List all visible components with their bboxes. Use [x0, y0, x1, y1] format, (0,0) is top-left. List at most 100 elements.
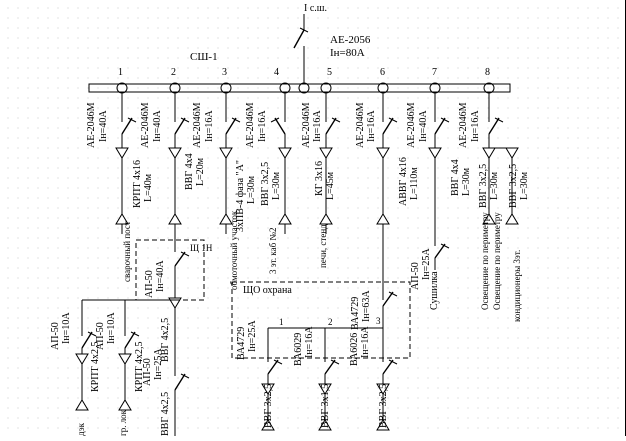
- diagram-label: ВВГ 3х1,5: [320, 384, 331, 428]
- diagram-label: Iн=16А: [470, 110, 481, 142]
- diagram-label: L=110м: [409, 167, 420, 200]
- diagram-label: гр. лок: [118, 409, 128, 436]
- bus-number: 1: [118, 67, 123, 78]
- diagram-label: АЕ-2046М: [245, 102, 256, 148]
- diagram-label: Освещение по периметру: [492, 212, 502, 310]
- bus-number: 4: [274, 67, 279, 78]
- diagram-label: ВВГ 3х2,5: [478, 164, 489, 208]
- diagram-label: АП-50: [144, 270, 155, 298]
- feeder-5: АЕ-2046М Iн=16А КГ 3х16 L=45м печи, стен…: [301, 93, 341, 268]
- diagram-label: Iн=16А: [304, 326, 315, 358]
- diagram-label: ВА6029: [293, 333, 304, 366]
- diagram-label: АВВГ 4х16: [398, 157, 409, 206]
- bus-number: 7: [432, 67, 437, 78]
- diagram-label: АЕ-2046М: [86, 102, 97, 148]
- diagram-label: печи, стенд: [318, 224, 328, 268]
- diagram-label: АП-50: [95, 322, 106, 350]
- busbar: [88, 83, 511, 93]
- lower-left-distribution: АП-50 Iн=10А КРПТ 4х2,5 дэк АП-50 Iн=10А…: [50, 299, 190, 436]
- diagram-label: 1: [279, 317, 284, 327]
- diagram-label: Iн=16А: [257, 110, 268, 142]
- diagram-label: Iн=25А: [247, 320, 258, 352]
- panel-shch-1n: Щ 1Н АП-50 Iн=40А: [135, 239, 213, 309]
- diagram-label: L=30м: [246, 175, 257, 204]
- diagram-label: ВА6026: [349, 333, 360, 366]
- diagram-label: Iн=63А: [361, 290, 372, 322]
- diagram-label: Щ 1Н: [190, 243, 213, 253]
- diagram-label: ВВГ 4х2,5: [160, 318, 171, 362]
- diagram-label: 3: [376, 316, 381, 326]
- diagram-label: Iн=25А: [421, 248, 432, 280]
- diagram-label: Iн=16А: [360, 326, 371, 358]
- diagram-label: ВВГ 3х2,5: [260, 162, 271, 206]
- diagram-label: Iн=10А: [106, 312, 117, 344]
- diagram-label: L=20м: [195, 157, 206, 186]
- main-breaker-contact: [293, 29, 305, 49]
- diagram-label: Iн=40А: [155, 260, 166, 292]
- diagram-label: кондиционеры 3эт.: [512, 250, 522, 322]
- diagram-label: АЕ-2046М: [301, 102, 312, 148]
- bus-number: 8: [485, 67, 490, 78]
- diagram-label: АП-50: [410, 262, 421, 290]
- feeder-3: АЕ-2046М Iн=16А 3хПВ-4 фаза "А" L=30м об…: [192, 93, 257, 290]
- diagram-label: дэк: [76, 422, 86, 436]
- bus-numbers: 1 2 3 4 5 6 7 8: [118, 67, 490, 78]
- diagram-label: Сушилка: [429, 271, 440, 310]
- diagram-label: АЕ-2046М: [458, 102, 469, 148]
- diagram-label: 3 эт. каб №2: [268, 227, 278, 274]
- feeder-8: АЕ-2046М Iн=16А ВВГ 3х2,5 L=30м ВВГ 3х2,…: [458, 93, 530, 322]
- feeder-1: АЕ-2046М Iн=40А КРПТ 4х16 L=40м сварочны…: [86, 93, 154, 282]
- diagram-label: АЕ-2046М: [406, 102, 417, 148]
- diagram-label: L=45м: [325, 171, 336, 200]
- diagram-label: Iн=25А: [153, 348, 164, 380]
- diagram-label: ЩО охрана: [243, 285, 292, 296]
- diagram-label: 3хПВ-4 фаза "А": [235, 160, 246, 232]
- diagram-label: ВВГ 4х4: [450, 159, 461, 196]
- diagram-label: L=30м: [519, 171, 530, 200]
- diagram-label: Iн=16А: [204, 110, 215, 142]
- main-breaker-rating: Iн=80А: [330, 47, 365, 59]
- diagram-label: L=30м: [461, 167, 472, 196]
- diagram-label: АП-50: [142, 358, 153, 386]
- diagram-label: КРПТ 4х2,5: [134, 341, 145, 392]
- diagram-label: Iн=40А: [418, 110, 429, 142]
- bus-number: 2: [171, 67, 176, 78]
- feeder-6: АЕ-2046М Iн=16А АВВГ 4х16 L=110м: [355, 93, 420, 300]
- feeder-2: АЕ-2046М Iн=40А ВВГ 4х4 L=20м: [140, 93, 206, 252]
- main-breaker-mark: [299, 27, 309, 33]
- bus-label: СШ-1: [190, 51, 218, 63]
- feeder-7: АЕ-2046М Iн=40А ВВГ 4х4 L=30м АП-50 Iн=2…: [406, 93, 472, 310]
- diagram-label: ВА4729: [350, 297, 361, 330]
- diagram-label: 2: [328, 317, 333, 327]
- diagram-label: АЕ-2046М: [355, 102, 366, 148]
- diagram-label: ВВГ 4х2,5: [160, 392, 171, 436]
- diagram-label: КРПТ 4х2,5: [90, 341, 101, 392]
- diagram-label: L=30м: [271, 171, 282, 200]
- bus-number: 3: [222, 67, 227, 78]
- diagram-label: Iн=16А: [366, 110, 377, 142]
- diagram-label: Iн=40А: [152, 110, 163, 142]
- diagram-label: обмоточный участок: [229, 210, 239, 290]
- diagram-label: Iн=16А: [312, 110, 323, 142]
- bus-connector: [298, 82, 310, 94]
- diagram-label: ВВГ 3х2,5: [378, 384, 389, 428]
- diagram-label: ВВГ 3х2,5: [508, 164, 519, 208]
- diagram-label: L=30м: [489, 171, 500, 200]
- diagram-label: КГ 3х16: [314, 161, 325, 196]
- diagram-label: сварочный пост: [122, 221, 132, 282]
- diagram-label: Освещение по периметру: [480, 212, 490, 310]
- diagram-label: ВВГ 4х4: [184, 153, 195, 190]
- diagram-label: АЕ-2046М: [192, 102, 203, 148]
- diagram-label: Iн=40А: [98, 110, 109, 142]
- diagram-label: ВВГ 3х2,5: [263, 384, 274, 428]
- diagram-label: КРПТ 4х16: [132, 160, 143, 208]
- diagram-label: АП-50: [50, 322, 61, 350]
- supply-label: I с.ш.: [304, 3, 327, 14]
- main-breaker-type: АЕ-2056: [330, 34, 371, 46]
- bus-number: 5: [327, 67, 332, 78]
- bus-number: 6: [380, 67, 385, 78]
- guard-panel: ЩО охрана ВА4729 Iн=63А 1 2 3 ВА4729 Iн=…: [231, 281, 411, 431]
- diagram-label: ВА4729: [236, 327, 247, 360]
